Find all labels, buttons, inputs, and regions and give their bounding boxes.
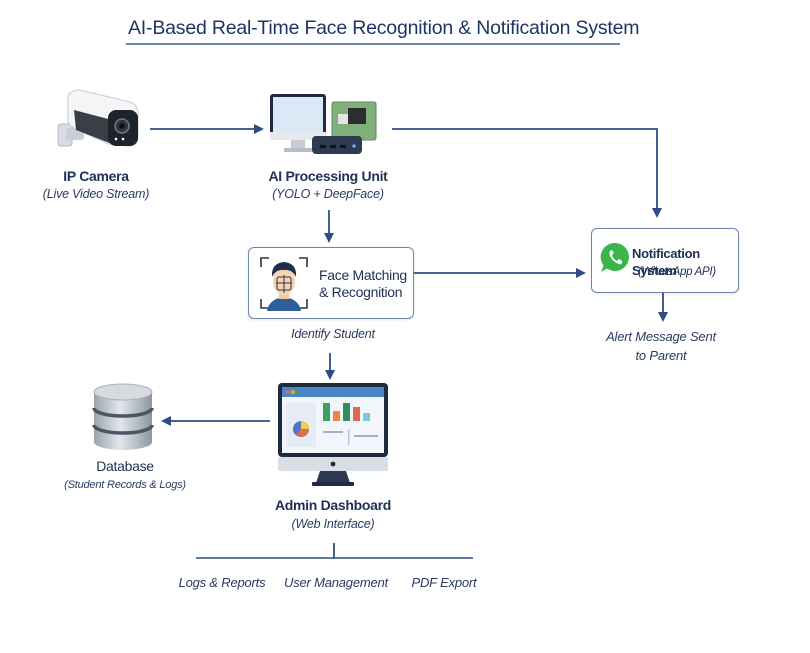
face-caption: Identify Student [291,327,375,341]
alert-caption-2: to Parent [635,348,687,363]
processing-label: AI Processing Unit [268,168,388,184]
diagram-title: AI-Based Real-Time Face Recognition & No… [128,17,640,39]
title-underline [126,43,620,45]
notification-sublabel: (WhatsApp API) [638,266,716,278]
feature-logs-reports: Logs & Reports [178,575,266,590]
camera-label: IP Camera [63,168,129,184]
notification-label: Notification System [632,246,700,278]
dashboard-monitor-icon [276,381,390,494]
edge-processing-to-notification [392,128,662,218]
ip-camera-icon [52,88,147,163]
notification-node[interactable]: Notification System (WhatsApp API) [591,228,739,293]
face-matching-label-2: & Recognition [319,284,403,300]
face-matching-node[interactable]: Face Matching & Recognition [248,247,414,319]
database-sublabel: (Student Records & Logs) [64,479,186,491]
processing-sublabel: (YOLO + DeepFace) [272,187,384,201]
database-label: Database [96,458,154,474]
feature-pdf-export: PDF Export [411,575,477,590]
database-icon [92,382,154,457]
dashboard-sublabel: (Web Interface) [291,517,375,531]
alert-caption-1: Alert Message Sent [606,329,716,344]
face-matching-label-1: Face Matching [319,267,407,283]
computer-and-board-icon [268,92,393,167]
dashboard-label: Admin Dashboard [274,497,392,513]
face-scan-icon [259,255,309,316]
camera-sublabel: (Live Video Stream) [42,187,150,201]
feature-user-management: User Management [284,575,388,590]
whatsapp-icon [599,241,631,280]
